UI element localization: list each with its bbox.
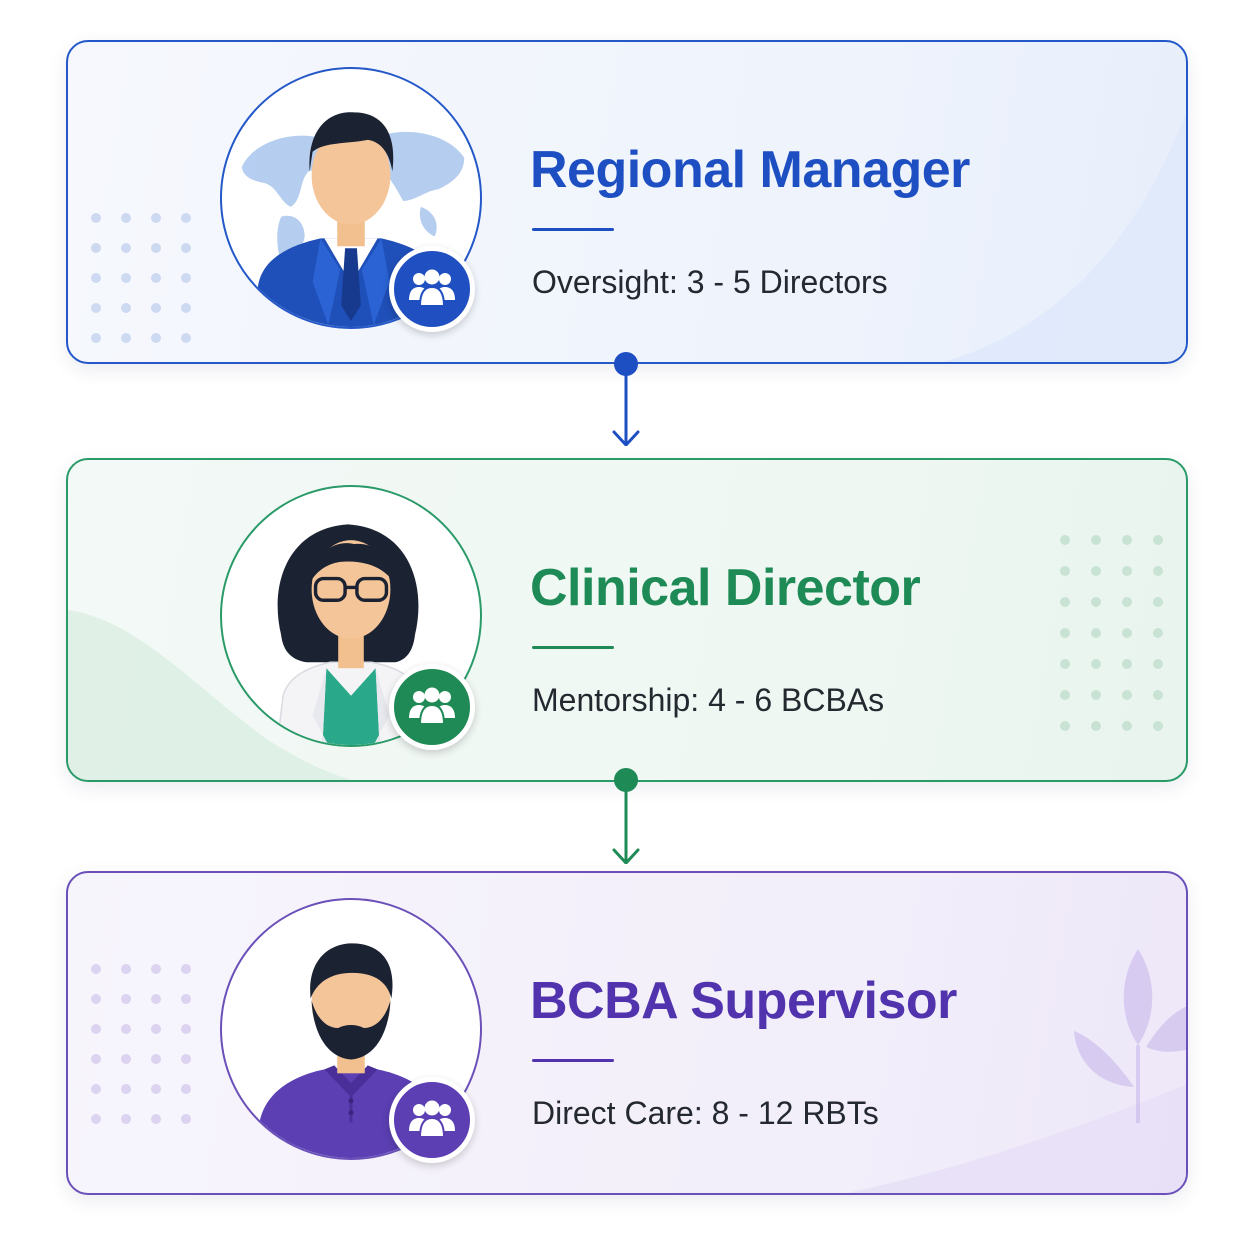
tier-title: Regional Manager	[530, 141, 970, 199]
avatar	[220, 898, 482, 1160]
team-group-icon	[409, 269, 455, 307]
team-badge	[389, 664, 475, 750]
decorative-background	[91, 949, 1186, 1193]
tier-title: BCBA Supervisor	[530, 972, 957, 1030]
decorative-background	[91, 112, 1186, 362]
clinical-director-card: Clinical Director Mentorship: 4 - 6 BCBA…	[66, 458, 1188, 782]
down-arrow-connector	[612, 768, 640, 864]
tier-description: Mentorship: 4 - 6 BCBAs	[532, 682, 885, 718]
leaf-decoration	[1074, 949, 1186, 1123]
team-group-icon	[409, 687, 455, 725]
tier-description: Oversight: 3 - 5 Directors	[532, 264, 888, 300]
regional-manager-card: Regional Manager Oversight: 3 - 5 Direct…	[66, 40, 1188, 364]
team-badge	[389, 246, 475, 332]
bcba-supervisor-card: BCBA Supervisor Direct Care: 8 - 12 RBTs	[66, 871, 1188, 1195]
decorative-background	[68, 535, 1163, 780]
title-underline	[532, 646, 614, 649]
title-underline	[532, 1059, 614, 1062]
down-arrow-connector	[612, 352, 640, 446]
woman-with-glasses-lab-coat-icon	[276, 524, 426, 745]
tier-description: Direct Care: 8 - 12 RBTs	[532, 1095, 879, 1131]
tier-title: Clinical Director	[530, 559, 921, 617]
team-group-icon	[409, 1100, 455, 1138]
title-underline	[532, 228, 614, 231]
team-badge	[389, 1077, 475, 1163]
